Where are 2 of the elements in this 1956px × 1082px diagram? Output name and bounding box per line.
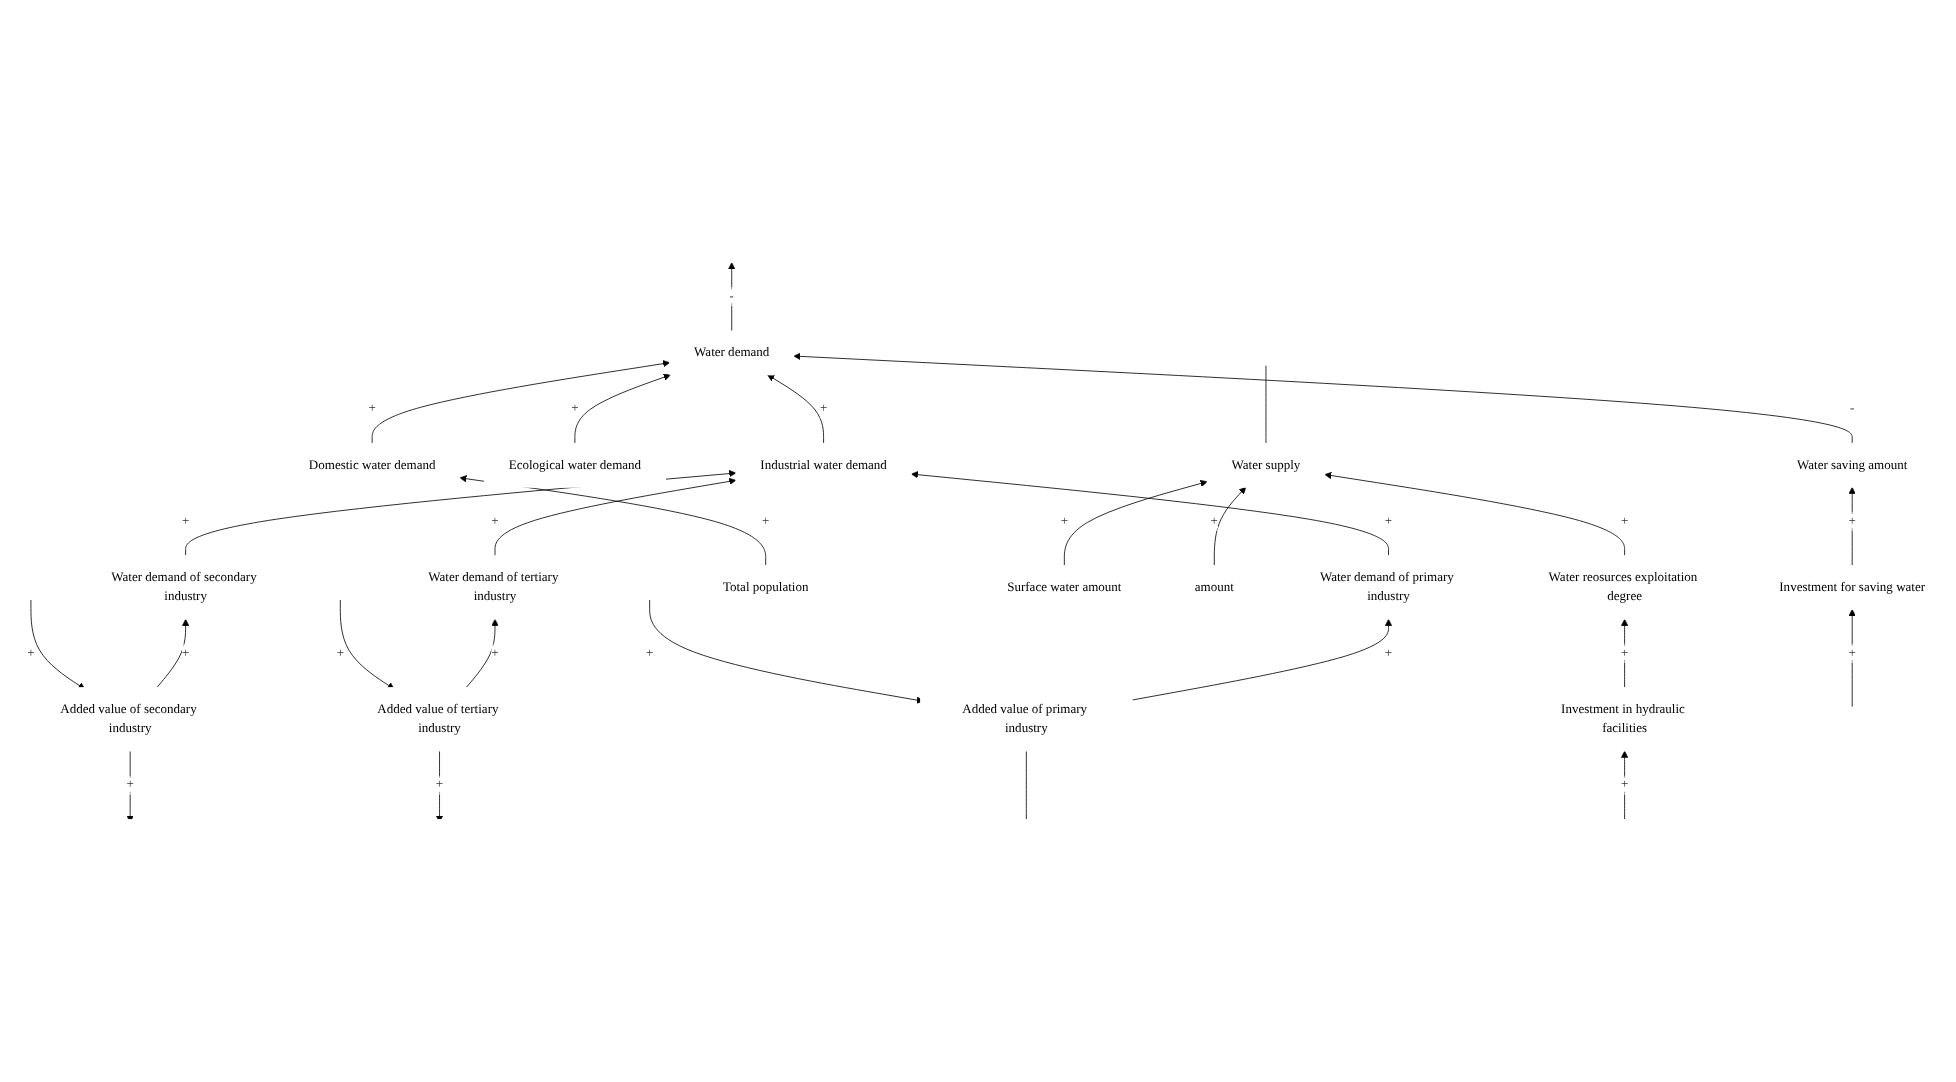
connector	[1025, 750, 1027, 820]
connector	[1265, 364, 1267, 444]
